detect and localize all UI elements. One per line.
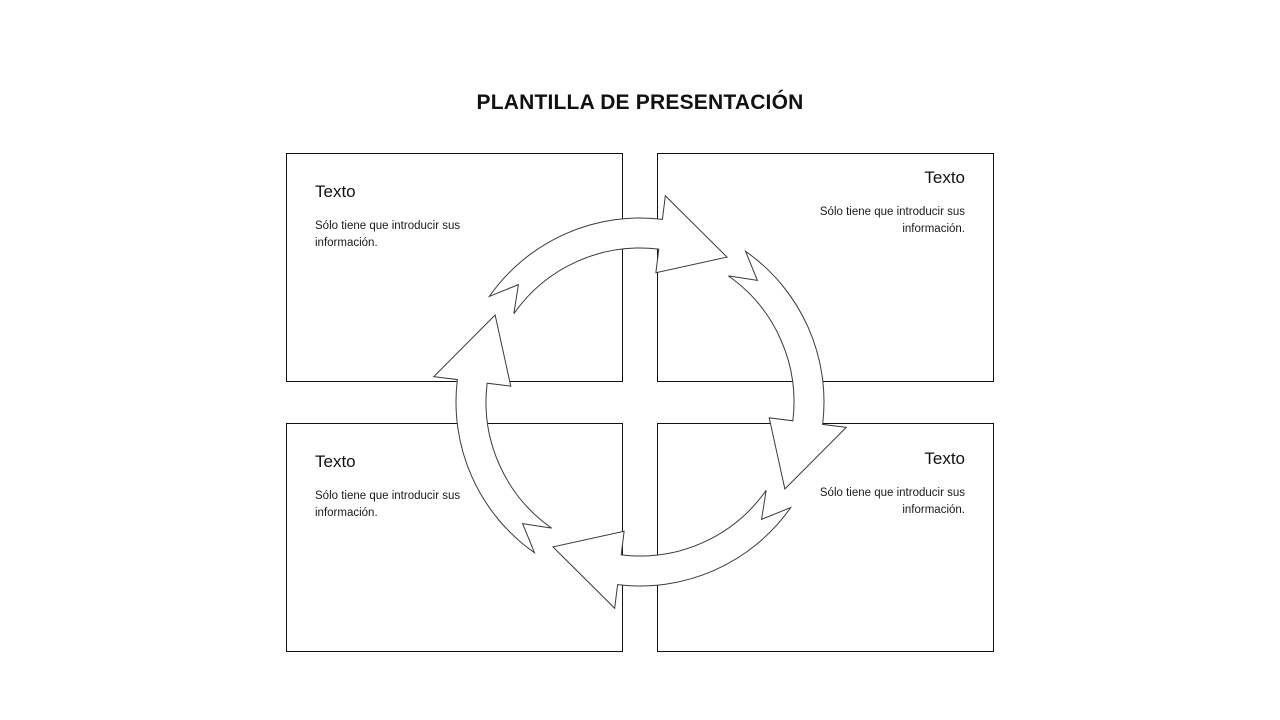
quadrant-top-right-heading: Texto xyxy=(924,168,965,187)
quadrant-bottom-right-body: Sólo tiene que introducir sus informació… xyxy=(819,487,965,516)
quadrant-bottom-left-content: Texto Sólo tiene que introducir sus info… xyxy=(315,452,594,521)
quadrant-top-left[interactable]: Texto Sólo tiene que introducir sus info… xyxy=(286,153,623,382)
page-title: PLANTILLA DE PRESENTACIÓN xyxy=(476,91,804,114)
quadrant-bottom-left-body: Sólo tiene que introducir sus informació… xyxy=(315,490,461,519)
quadrant-top-left-heading: Texto xyxy=(315,182,356,201)
quadrant-bottom-left-heading: Texto xyxy=(315,452,356,471)
quadrant-top-right-content: Texto Sólo tiene que introducir sus info… xyxy=(686,168,965,237)
quadrant-top-right-body: Sólo tiene que introducir sus informació… xyxy=(819,206,965,235)
quadrant-bottom-right-heading: Texto xyxy=(924,449,965,468)
quadrant-top-right[interactable]: Texto Sólo tiene que introducir sus info… xyxy=(657,153,994,382)
quadrant-bottom-left[interactable]: Texto Sólo tiene que introducir sus info… xyxy=(286,423,623,652)
quadrant-top-left-body: Sólo tiene que introducir sus informació… xyxy=(315,220,461,249)
quadrant-bottom-right[interactable]: Texto Sólo tiene que introducir sus info… xyxy=(657,423,994,652)
quadrant-bottom-right-content: Texto Sólo tiene que introducir sus info… xyxy=(686,449,965,518)
quadrant-top-left-content: Texto Sólo tiene que introducir sus info… xyxy=(315,182,594,251)
